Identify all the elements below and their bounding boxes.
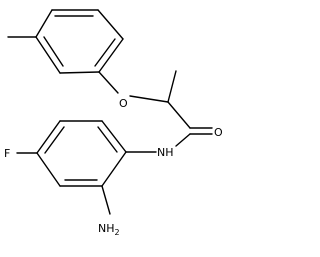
alpha-methyl-bond xyxy=(167,70,177,103)
carbonyl-amide-bond xyxy=(175,133,191,147)
amine-nh-label: NH2 xyxy=(98,222,120,237)
amide-nh-label: NH xyxy=(157,146,174,159)
ether-oxygen-label: O xyxy=(119,97,128,110)
fluorine-label: F xyxy=(4,147,10,160)
upper-benzene-ring xyxy=(35,9,124,74)
molecule-structure-diagram: O O NH F NH2 xyxy=(4,9,223,237)
amine-subscript: 2 xyxy=(115,228,120,237)
aryl-amine-bond xyxy=(101,185,111,215)
lower-benzene-ring xyxy=(36,120,127,187)
ether-alpha-carbon-bond xyxy=(129,95,169,103)
alpha-carbonyl-bond xyxy=(167,101,191,129)
carbonyl-oxygen-label: O xyxy=(214,126,223,139)
aryl-ether-bond xyxy=(98,71,119,94)
